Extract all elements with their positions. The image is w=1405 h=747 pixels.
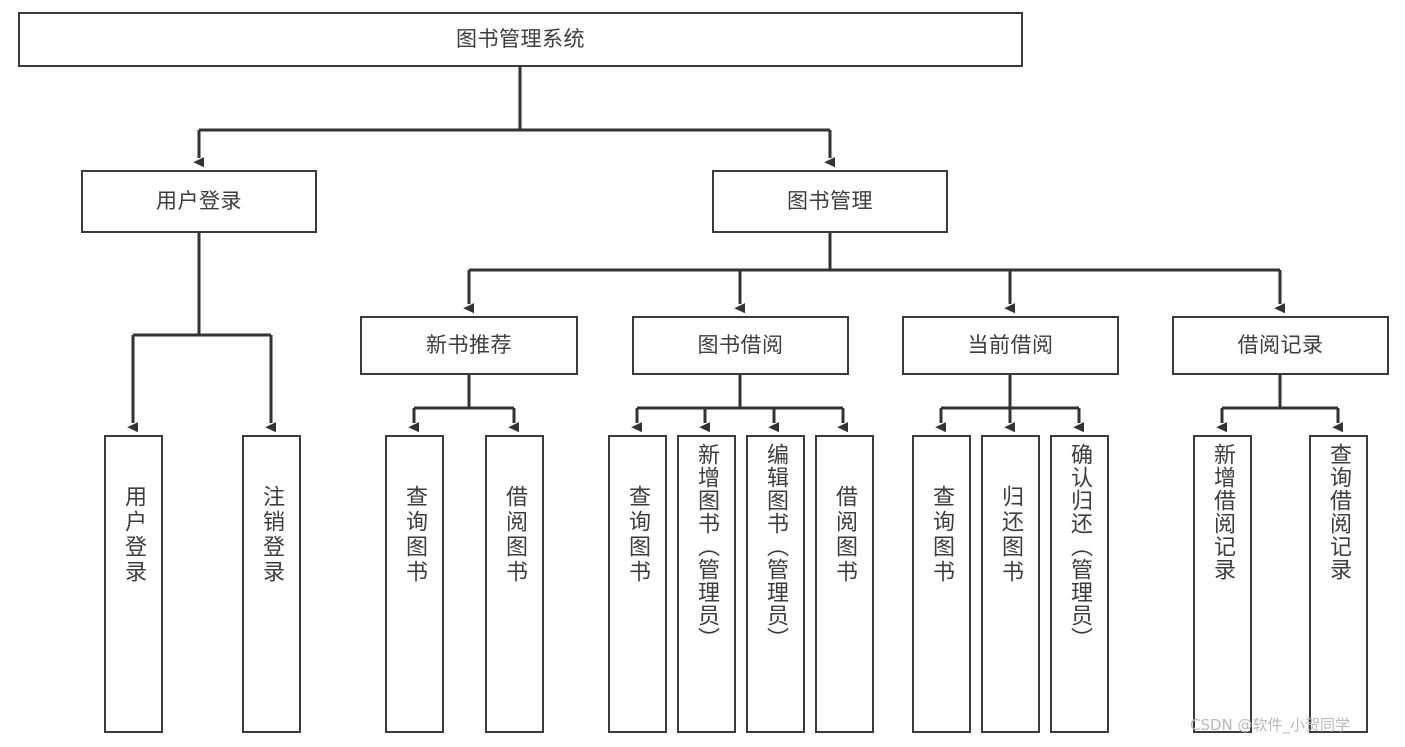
- node-leaf-query-book-1-label: 查询图书: [402, 485, 428, 585]
- node-leaf-add-record-label: 新增借阅记录: [1210, 443, 1236, 581]
- node-leaf-query-book-3-label: 查询图书: [929, 485, 955, 585]
- node-new-book-recommend-label: 新书推荐: [426, 333, 512, 358]
- node-leaf-confirm-return-label: 确认归还（管理员）: [1067, 443, 1093, 650]
- node-leaf-user-logout-label: 注销登录: [259, 485, 285, 585]
- node-leaf-add-book[interactable]: 新增图书（管理员）: [677, 435, 736, 733]
- node-leaf-query-book-2[interactable]: 查询图书: [608, 435, 667, 733]
- node-leaf-borrow-book-2[interactable]: 借阅图书: [815, 435, 874, 733]
- node-leaf-query-book-3[interactable]: 查询图书: [912, 435, 971, 733]
- node-leaf-query-record-label: 查询借阅记录: [1326, 443, 1352, 581]
- node-user-login[interactable]: 用户登录: [81, 170, 317, 233]
- node-leaf-borrow-book-1[interactable]: 借阅图书: [485, 435, 544, 733]
- node-root[interactable]: 图书管理系统: [18, 12, 1023, 67]
- node-current-borrow[interactable]: 当前借阅: [902, 316, 1119, 375]
- node-root-label: 图书管理系统: [456, 27, 585, 52]
- node-leaf-add-record[interactable]: 新增借阅记录: [1193, 435, 1252, 733]
- node-leaf-user-login[interactable]: 用户登录: [104, 435, 163, 733]
- node-leaf-query-book-2-label: 查询图书: [625, 485, 651, 585]
- node-leaf-query-book-1[interactable]: 查询图书: [385, 435, 444, 733]
- node-book-borrow[interactable]: 图书借阅: [632, 316, 849, 375]
- node-leaf-user-login-label: 用户登录: [121, 485, 147, 585]
- node-leaf-edit-book[interactable]: 编辑图书（管理员）: [746, 435, 805, 733]
- node-book-manage[interactable]: 图书管理: [712, 170, 948, 233]
- node-book-borrow-label: 图书借阅: [697, 333, 784, 358]
- node-borrow-record[interactable]: 借阅记录: [1172, 316, 1389, 375]
- node-leaf-query-record[interactable]: 查询借阅记录: [1309, 435, 1368, 733]
- node-leaf-borrow-book-1-label: 借阅图书: [502, 485, 528, 585]
- node-user-login-label: 用户登录: [156, 189, 242, 214]
- node-leaf-return-book-label: 归还图书: [998, 485, 1024, 585]
- node-leaf-user-logout[interactable]: 注销登录: [242, 435, 301, 733]
- node-leaf-confirm-return[interactable]: 确认归还（管理员）: [1050, 435, 1109, 733]
- node-borrow-record-label: 借阅记录: [1237, 333, 1324, 358]
- node-leaf-edit-book-label: 编辑图书（管理员）: [763, 443, 789, 650]
- node-leaf-return-book[interactable]: 归还图书: [981, 435, 1040, 733]
- node-book-manage-label: 图书管理: [787, 189, 873, 214]
- node-current-borrow-label: 当前借阅: [967, 333, 1054, 358]
- node-new-book-recommend[interactable]: 新书推荐: [360, 316, 578, 375]
- node-leaf-add-book-label: 新增图书（管理员）: [694, 443, 720, 650]
- node-leaf-borrow-book-2-label: 借阅图书: [832, 485, 858, 585]
